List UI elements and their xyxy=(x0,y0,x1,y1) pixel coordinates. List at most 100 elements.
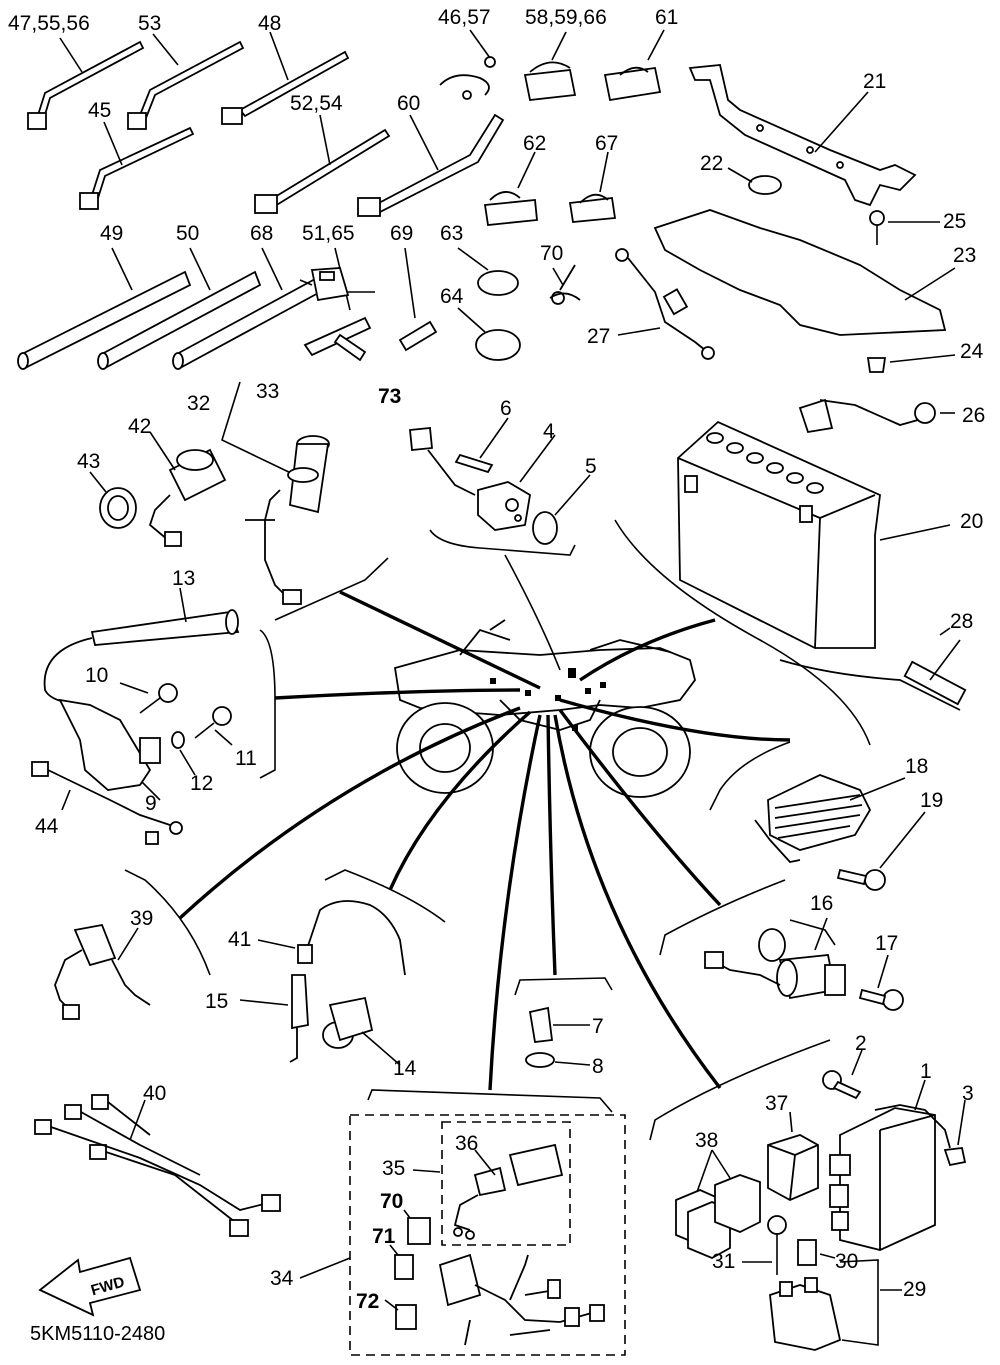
callout-61: 61 xyxy=(655,6,678,29)
callout-6: 6 xyxy=(500,397,512,420)
leader-sensor xyxy=(178,706,521,920)
regulator-bracket xyxy=(709,741,791,811)
fwd-arrow-icon: FWD xyxy=(38,1256,142,1317)
lead-wire-13 xyxy=(43,637,93,704)
callout-16: 16 xyxy=(810,892,833,915)
fuse-71 xyxy=(389,1244,414,1280)
leader-regulator xyxy=(559,698,791,742)
callout-19: 19 xyxy=(920,789,943,812)
callout-40: 40 xyxy=(143,1082,166,1105)
spark-plug-15 xyxy=(239,974,309,1063)
bolt-2 xyxy=(822,1049,863,1100)
callout-21: 21 xyxy=(863,70,886,93)
o-ring-5 xyxy=(532,474,591,545)
battery-bracket-line xyxy=(614,519,871,746)
callout-70: 70 xyxy=(540,242,563,265)
callout-50: 50 xyxy=(176,222,199,245)
callout-51-65: 51,65 xyxy=(302,222,355,245)
callout-37: 37 xyxy=(765,1092,788,1115)
socket-group-bracket xyxy=(429,529,576,556)
bracket-21 xyxy=(688,64,917,207)
lead-41 xyxy=(257,900,406,976)
callout-14: 14 xyxy=(393,1057,417,1080)
callout-39: 39 xyxy=(130,907,153,930)
callout-18: 18 xyxy=(905,755,928,778)
speed-sensor-16 xyxy=(704,917,846,1000)
callout-8: 8 xyxy=(592,1055,604,1078)
callout-10: 10 xyxy=(85,664,108,687)
callout-52-54: 52,54 xyxy=(290,92,343,115)
callout-35: 35 xyxy=(382,1157,405,1180)
clamp-58-59-66 xyxy=(523,31,577,101)
leader-neutral xyxy=(546,714,557,976)
leader-main-switch xyxy=(339,590,541,690)
callout-20: 20 xyxy=(960,510,983,533)
callout-48: 48 xyxy=(258,12,281,35)
leader-speed-sensor xyxy=(558,708,722,907)
harness-group-outline xyxy=(349,1114,626,1356)
neutral-group-bracket xyxy=(514,977,613,996)
washer-12 xyxy=(171,731,196,776)
screw-24 xyxy=(866,354,956,373)
callout-28: 28 xyxy=(950,610,973,633)
diagram-code: 5KM5110-2480 xyxy=(30,1323,165,1345)
cable-tie-52-54 xyxy=(254,114,391,214)
callout-33: 33 xyxy=(256,380,279,403)
callout-71: 71 xyxy=(372,1225,396,1248)
connector-36 xyxy=(453,1143,564,1240)
clamp-61 xyxy=(603,29,665,102)
callout-63: 63 xyxy=(440,222,463,245)
callout-2: 2 xyxy=(855,1032,867,1055)
callout-17: 17 xyxy=(875,932,898,955)
bracket-16 xyxy=(789,919,836,946)
callout-47-55-56: 47,55,56 xyxy=(8,12,90,35)
callout-41: 41 xyxy=(228,928,251,951)
grommet-22 xyxy=(727,167,782,195)
switch-14 xyxy=(322,996,401,1066)
callout-34: 34 xyxy=(270,1267,294,1290)
callout-49: 49 xyxy=(100,222,123,245)
callout-44: 44 xyxy=(35,815,59,838)
callout-4: 4 xyxy=(543,420,555,443)
callout-12: 12 xyxy=(190,772,213,795)
callout-42: 42 xyxy=(128,415,151,438)
speed-sensor-bracket xyxy=(659,879,786,956)
callout-1: 1 xyxy=(920,1060,932,1083)
callout-31: 31 xyxy=(712,1250,735,1273)
callout-62: 62 xyxy=(523,132,546,155)
cable-tie-48 xyxy=(221,31,350,125)
fuse-70 xyxy=(403,1209,431,1245)
leader-ecu xyxy=(553,714,722,1090)
cable-tie-60 xyxy=(357,113,505,217)
callout-73: 73 xyxy=(378,385,401,408)
callout-5: 5 xyxy=(585,455,597,478)
clamp-62 xyxy=(483,151,538,226)
leader-switch-small xyxy=(504,554,561,671)
cover-23 xyxy=(653,209,956,336)
callout-70-fuse: 70 xyxy=(380,1190,403,1213)
battery-lead-26 xyxy=(798,398,955,434)
callout-26: 26 xyxy=(962,404,985,427)
lead-70 xyxy=(549,264,581,305)
sensor-39 xyxy=(54,923,151,1020)
cable-28 xyxy=(779,627,967,711)
fuse-30 xyxy=(797,1239,836,1266)
plug-cap-13 xyxy=(90,587,240,646)
callout-13: 13 xyxy=(172,567,195,590)
harness-subgroup-outline xyxy=(441,1121,571,1246)
switch-7 xyxy=(528,1006,590,1043)
relay-38 xyxy=(675,1149,761,1259)
ignition-coil-9 xyxy=(58,698,161,801)
callout-25: 25 xyxy=(943,210,966,233)
callout-43: 43 xyxy=(77,450,100,473)
joint-51-65 xyxy=(303,247,372,362)
leader-plug xyxy=(388,710,532,891)
ecu-group-bracket xyxy=(649,1039,831,1141)
tube-49 xyxy=(17,247,192,370)
callout-9: 9 xyxy=(145,792,157,815)
callout-45: 45 xyxy=(88,99,111,122)
nut-3 xyxy=(943,1099,967,1167)
callout-30: 30 xyxy=(835,1250,858,1273)
ignition-group-bracket xyxy=(259,629,276,779)
